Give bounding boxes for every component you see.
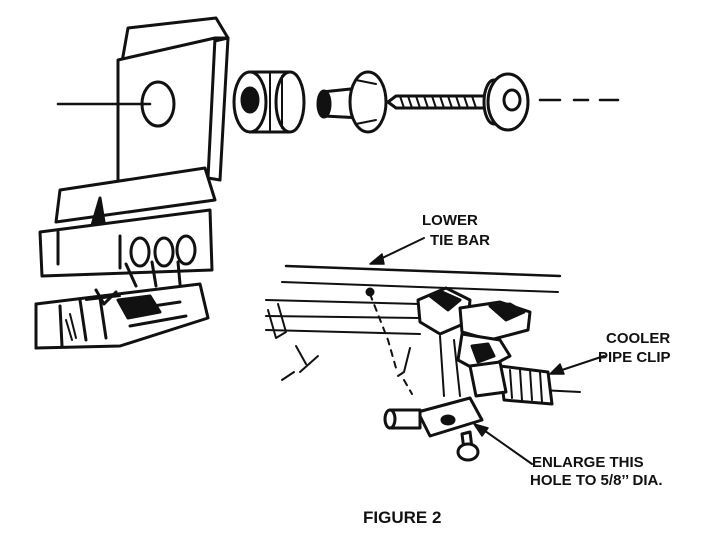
figure-caption: FIGURE 2 (363, 508, 442, 527)
label-pipe-clip: PIPE CLIP (598, 349, 671, 366)
label-lower: LOWER (422, 212, 478, 229)
metal-sleeve (316, 70, 388, 134)
washer (486, 72, 530, 132)
cooler-pipe-clip (383, 286, 554, 438)
leader-enlarge-hole (473, 423, 533, 465)
guide-line (369, 293, 413, 395)
rubber-grommet (232, 70, 306, 134)
label-hole-diameter: HOLE TO 5/8’’ DIA. (530, 472, 663, 489)
label-cooler: COOLER (606, 330, 671, 347)
leader-pipe-clip (549, 355, 605, 375)
clip-screw (456, 430, 480, 462)
label-enlarge: ENLARGE THIS (532, 454, 644, 471)
guide-dot (365, 287, 375, 297)
mounting-bracket (34, 16, 230, 350)
leader-tie-bar (369, 237, 425, 265)
label-tie-bar: TIE BAR (430, 232, 490, 249)
